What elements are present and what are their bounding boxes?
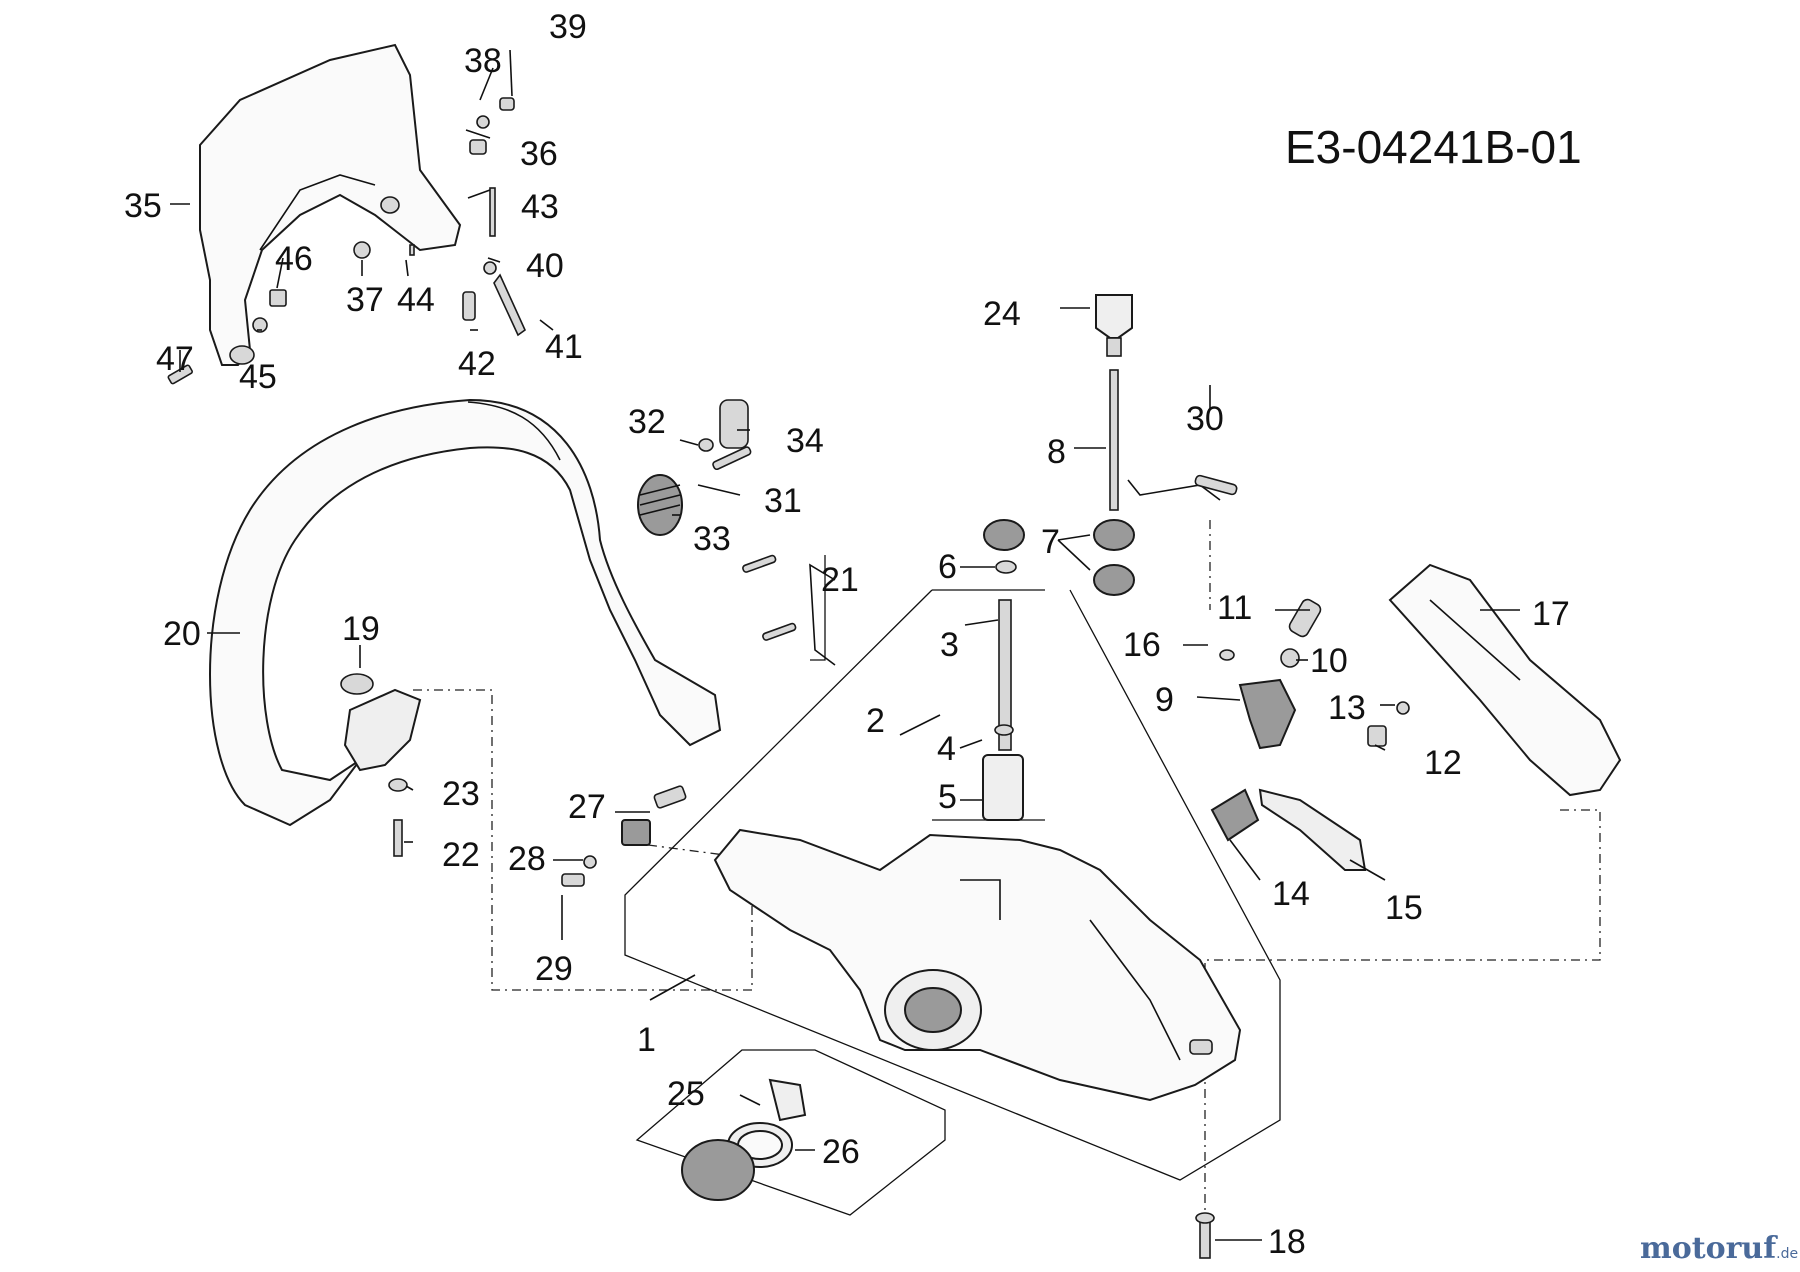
callout-42: 42: [458, 345, 496, 383]
callout-30: 30: [1186, 400, 1224, 438]
callout-labels: 39 38 36 35 43 46 40 37 44 41 47 42 45 2…: [124, 8, 1570, 1261]
callout-38: 38: [464, 42, 502, 80]
callout-2: 2: [866, 702, 885, 740]
callout-39: 39: [549, 8, 587, 46]
callout-40: 40: [526, 247, 564, 285]
callout-27: 27: [568, 788, 606, 826]
callout-20: 20: [163, 615, 201, 653]
watermark-logo: motoruf.de: [1640, 1231, 1798, 1266]
callout-29: 29: [535, 950, 573, 988]
front-handle-parts: [637, 399, 797, 641]
callout-14: 14: [1272, 875, 1310, 913]
callout-13: 13: [1328, 689, 1366, 727]
callout-10: 10: [1310, 642, 1348, 680]
callout-4: 4: [937, 730, 956, 768]
callout-8: 8: [1047, 433, 1066, 471]
callout-31: 31: [764, 482, 802, 520]
center-pin-assembly: [982, 560, 1024, 821]
callout-11: 11: [1217, 589, 1252, 627]
callout-5: 5: [938, 778, 957, 816]
callout-25: 25: [667, 1075, 705, 1113]
watermark-text: motoruf.de: [1640, 1231, 1798, 1266]
callout-35: 35: [124, 187, 162, 225]
chain-brake-guard: [199, 43, 462, 366]
callout-12: 12: [1424, 744, 1462, 782]
callout-46: 46: [275, 240, 313, 278]
callout-36: 36: [520, 135, 558, 173]
callout-18: 18: [1268, 1223, 1306, 1261]
callout-28: 28: [508, 840, 546, 878]
callout-43: 43: [521, 188, 559, 226]
callout-33: 33: [693, 520, 731, 558]
callout-32: 32: [628, 403, 666, 441]
callout-15: 15: [1385, 889, 1423, 927]
guard-hardware: [167, 97, 527, 385]
callout-3: 3: [940, 626, 959, 664]
callout-41: 41: [545, 328, 583, 366]
callout-47: 47: [156, 340, 194, 378]
bottom-hardware: [681, 1078, 1215, 1259]
callout-6: 6: [938, 548, 957, 586]
throttle-parts: [1210, 598, 1410, 871]
callout-9: 9: [1155, 681, 1174, 719]
callout-24: 24: [983, 295, 1021, 333]
callout-19: 19: [342, 610, 380, 648]
anti-vibration-parts: [983, 294, 1238, 596]
group-frames: [624, 555, 1281, 1216]
reference-code: E3-04241B-01: [1285, 121, 1582, 173]
callout-37: 37: [346, 281, 384, 319]
callout-7: 7: [1041, 523, 1060, 561]
front-handle: [209, 398, 722, 827]
callout-34: 34: [786, 422, 824, 460]
rear-handle: [1388, 563, 1622, 797]
leader-lines: [170, 49, 1520, 1241]
callout-21: 21: [821, 561, 859, 599]
callout-23: 23: [442, 775, 480, 813]
callout-1: 1: [637, 1021, 656, 1059]
crankcase-body: [713, 828, 1242, 1102]
callout-17: 17: [1532, 595, 1570, 633]
callout-22: 22: [442, 836, 480, 874]
handle-mount-bracket: [340, 673, 422, 857]
callout-26: 26: [822, 1133, 860, 1171]
chain-adjuster-hardware: [561, 785, 687, 887]
callout-44: 44: [397, 281, 435, 319]
callout-16: 16: [1123, 626, 1161, 664]
callout-45: 45: [239, 358, 277, 396]
